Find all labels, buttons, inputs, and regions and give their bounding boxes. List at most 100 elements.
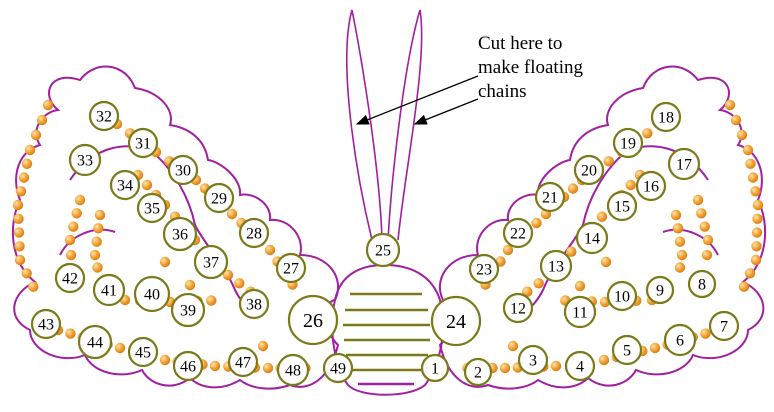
- bead: [65, 235, 75, 245]
- ring-10: 10: [608, 282, 636, 310]
- ring-30: 30: [169, 156, 197, 184]
- ring-23-label: 23: [476, 262, 492, 279]
- bead: [210, 361, 220, 371]
- ring-29-label: 29: [211, 191, 227, 208]
- ring-12: 12: [504, 294, 532, 322]
- antennae: [347, 10, 422, 240]
- bead: [28, 282, 38, 292]
- ring-46-label: 46: [180, 359, 196, 376]
- ring-13: 13: [541, 251, 571, 281]
- bead: [258, 341, 268, 351]
- bead: [14, 227, 24, 237]
- bead: [265, 245, 275, 255]
- bead: [752, 227, 762, 237]
- ring-20: 20: [575, 156, 603, 184]
- bead: [22, 268, 32, 278]
- bead: [753, 200, 763, 210]
- ring-15-label: 15: [614, 199, 630, 216]
- bead: [22, 159, 32, 169]
- bead: [227, 209, 237, 219]
- ring-11: 11: [565, 297, 595, 327]
- bead: [92, 262, 102, 272]
- bead: [160, 355, 170, 365]
- ring-25: 25: [367, 234, 399, 266]
- ring-8-label: 8: [698, 277, 706, 294]
- bead: [703, 235, 713, 245]
- annotation-line-3: chains: [478, 80, 628, 104]
- ring-31-label: 31: [135, 136, 151, 153]
- bead: [68, 222, 78, 232]
- ring-26: 26: [289, 296, 337, 344]
- ring-6-label: 6: [676, 333, 684, 350]
- ring-36: 36: [164, 218, 196, 250]
- ring-14-label: 14: [584, 231, 600, 248]
- bead: [531, 218, 541, 228]
- ring-3: 3: [519, 346, 547, 374]
- ring-44-label: 44: [87, 335, 103, 352]
- bead: [37, 115, 47, 125]
- bead: [752, 214, 762, 224]
- ring-4-label: 4: [576, 359, 584, 376]
- ring-38: 38: [240, 290, 268, 318]
- ring-9: 9: [647, 277, 673, 303]
- ring-33-label: 33: [77, 153, 93, 170]
- ring-30-label: 30: [175, 163, 191, 180]
- ring-26-label: 26: [303, 310, 323, 332]
- ring-19-label: 19: [620, 136, 636, 153]
- bead: [234, 278, 244, 288]
- ring-14: 14: [577, 223, 607, 253]
- bead: [700, 328, 710, 338]
- ring-13-label: 13: [548, 259, 564, 276]
- bead: [568, 183, 578, 193]
- ring-42-label: 42: [62, 271, 78, 288]
- bead: [751, 255, 761, 265]
- bead: [745, 159, 755, 169]
- bead: [65, 328, 75, 338]
- arrow-left: [357, 76, 478, 124]
- ring-44: 44: [79, 326, 111, 358]
- bead: [19, 172, 29, 182]
- bead: [31, 130, 41, 140]
- bead: [13, 200, 23, 210]
- bead: [626, 180, 636, 190]
- bead: [604, 156, 614, 166]
- ring-48-label: 48: [285, 363, 301, 380]
- ring-20-label: 20: [581, 163, 597, 180]
- ring-1-label: 1: [431, 361, 439, 378]
- ring-1: 1: [422, 355, 448, 381]
- body-stripes: [343, 294, 430, 384]
- bead: [642, 128, 652, 138]
- ring-29: 29: [205, 184, 233, 212]
- bead: [75, 195, 85, 205]
- annotation-arrows: [357, 76, 478, 124]
- ring-35: 35: [138, 194, 166, 222]
- ring-22: 22: [504, 219, 532, 247]
- bead: [206, 295, 216, 305]
- bead: [750, 186, 760, 196]
- bead: [72, 208, 82, 218]
- bead: [700, 222, 710, 232]
- bead: [673, 223, 683, 233]
- ring-43-label: 43: [38, 317, 54, 334]
- bead: [115, 343, 125, 353]
- bead: [597, 212, 607, 222]
- ring-47-label: 47: [235, 355, 251, 372]
- bead: [93, 223, 103, 233]
- ring-5-label: 5: [623, 343, 631, 360]
- ring-36-label: 36: [172, 227, 188, 244]
- ring-11-label: 11: [572, 305, 587, 322]
- bead: [696, 208, 706, 218]
- bead: [13, 214, 23, 224]
- bead: [90, 250, 100, 260]
- ring-43: 43: [32, 310, 60, 338]
- ring-16: 16: [637, 172, 665, 200]
- ring-39-label: 39: [180, 303, 196, 320]
- ring-18-label: 18: [658, 110, 674, 127]
- ring-2: 2: [465, 359, 491, 385]
- bead: [14, 241, 24, 251]
- bead: [551, 361, 561, 371]
- ring-17: 17: [669, 149, 699, 179]
- bead: [748, 172, 758, 182]
- bead: [263, 363, 273, 373]
